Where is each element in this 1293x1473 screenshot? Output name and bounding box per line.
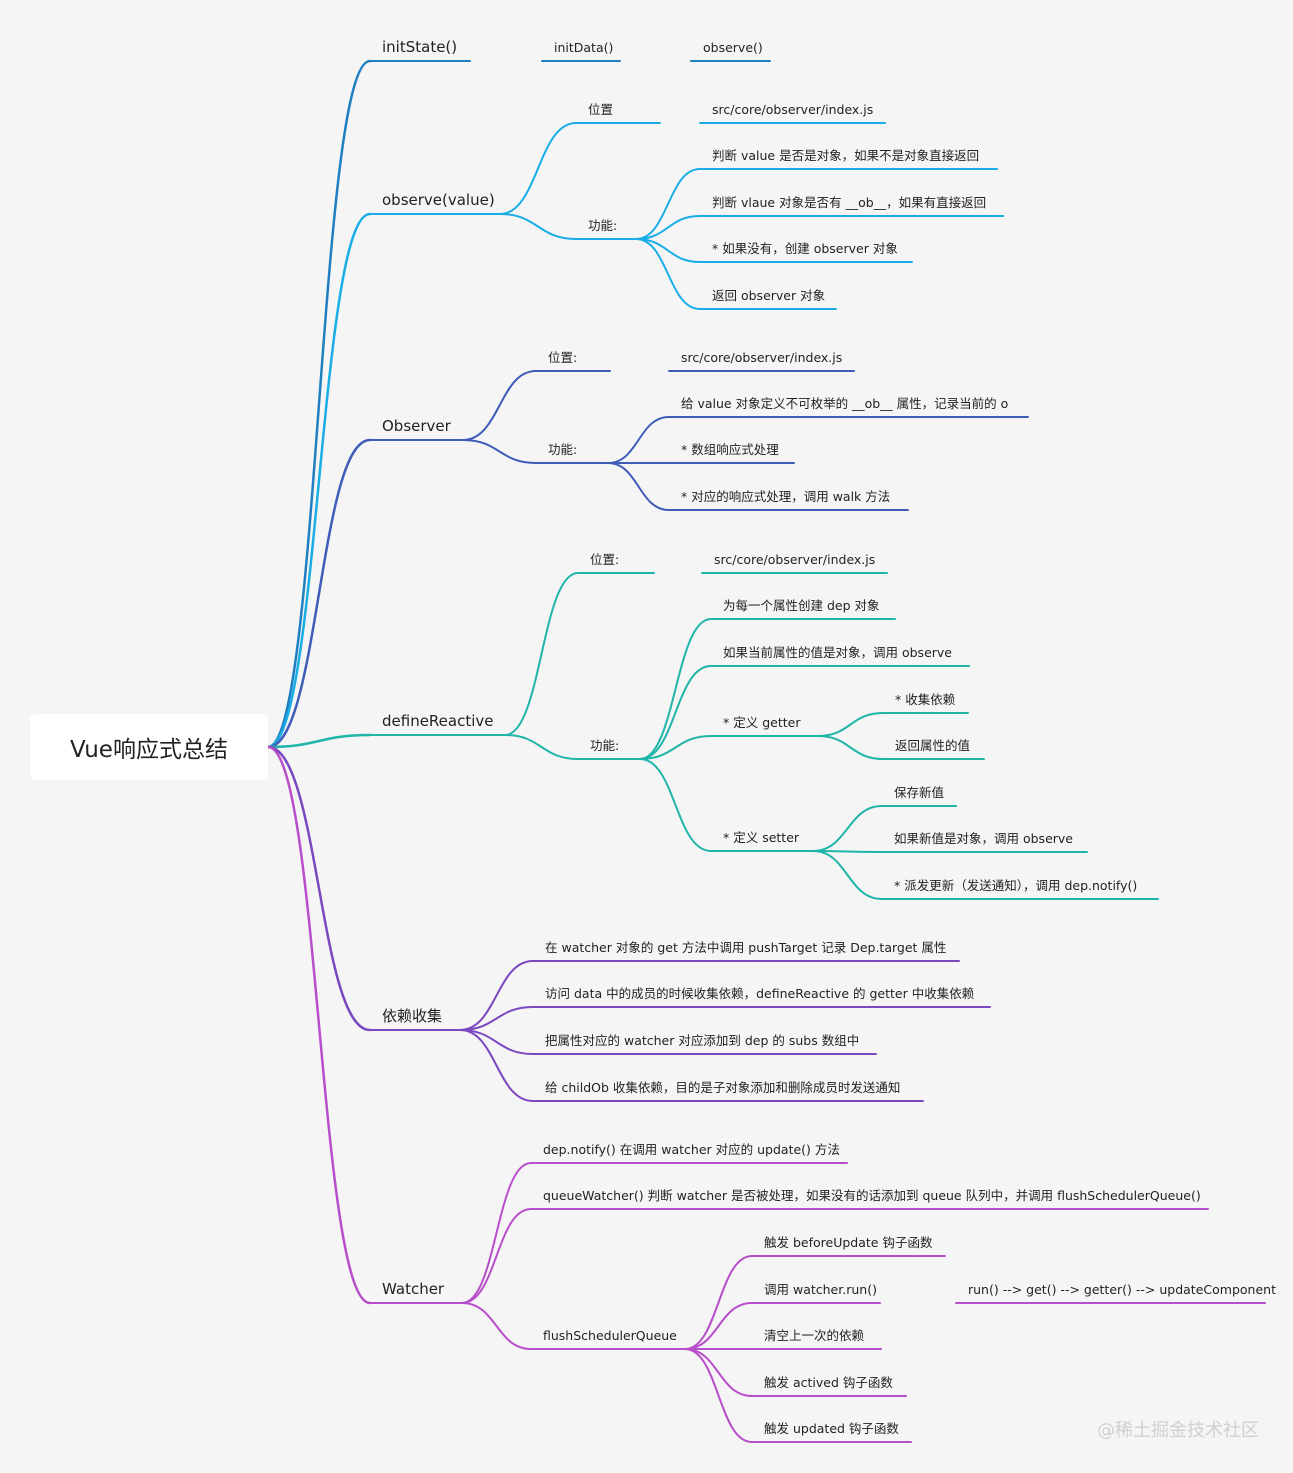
node-w3-3: 清空上一次的依赖 <box>764 1328 865 1343</box>
link-dr_setter-dr_setter1 <box>812 805 883 852</box>
node-observe-pos: 位置 <box>588 102 614 117</box>
node-observe: observe(value) <box>382 191 495 209</box>
node-w2: queueWatcher() 判断 watcher 是否被处理，如果没有的话添加… <box>543 1188 1201 1203</box>
link-dr_fn-dr_f1 <box>639 618 712 760</box>
node-observe-f4: 返回 observer 对象 <box>712 288 826 303</box>
node-w3-2a: run() --> get() --> getter() --> updateC… <box>968 1282 1276 1297</box>
link-root-observe <box>266 212 372 749</box>
link-observe_fn-observe_f2 <box>635 215 701 240</box>
node-watcher: Watcher <box>382 1280 445 1298</box>
link-root-initState <box>266 59 372 749</box>
link-watcher-w3 <box>461 1302 532 1350</box>
link-defineReactive-dr_pos <box>504 572 579 736</box>
link-dep-dep2 <box>459 1006 534 1031</box>
link-root-dep <box>266 745 372 1032</box>
node-observe-f2: 判断 vlaue 对象是否有 __ob__，如果有直接返回 <box>712 195 987 210</box>
link-dr_fn-dr_f2 <box>639 665 712 760</box>
root-node: Vue响应式总结 <box>30 714 268 780</box>
link-dep-dep3 <box>459 1029 534 1055</box>
link-Observer_fn-Observer_f3 <box>607 462 670 511</box>
link-dr_setter-dr_setter2 <box>812 850 883 853</box>
node-dr-pos: 位置: <box>590 552 620 567</box>
link-w3-w3_2 <box>684 1302 753 1350</box>
link-observe-observe_pos <box>499 122 577 215</box>
node-dr-fn: 功能: <box>590 738 620 753</box>
node-observe-fn: 功能: <box>588 218 618 233</box>
node-observe-pos-v: src/core/observer/index.js <box>712 102 874 117</box>
node-dr-pos-v: src/core/observer/index.js <box>714 552 876 567</box>
link-Observer-Observer_pos <box>462 370 537 441</box>
node-dep1: 在 watcher 对象的 get 方法中调用 pushTarget 记录 De… <box>545 940 947 955</box>
link-dr_fn-dr_setter <box>639 758 712 852</box>
link-Observer-Observer_fn <box>462 439 537 464</box>
link-dr_fn-dr_getter <box>639 735 712 760</box>
link-root-defineReactive <box>266 733 372 749</box>
link-w3-w3_4 <box>684 1348 753 1397</box>
node-observer-f1: 给 value 对象定义不可枚举的 __ob__ 属性，记录当前的 o <box>681 396 1009 411</box>
link-dr_setter-dr_setter3 <box>812 850 883 900</box>
link-Observer_fn-Observer_f1 <box>607 416 670 464</box>
node-initstate: initState() <box>382 38 458 56</box>
link-observe_fn-observe_f4 <box>635 238 701 310</box>
node-observe-f1: 判断 value 是否是对象，如果不是对象直接返回 <box>712 148 980 163</box>
link-watcher-w2 <box>461 1208 532 1304</box>
node-observer-f2: * 数组响应式处理 <box>681 442 779 457</box>
node-observer-pos-v: src/core/observer/index.js <box>681 350 843 365</box>
link-observe-observe_fn <box>499 213 577 240</box>
node-dep2: 访问 data 中的成员的时候收集依赖，defineReactive 的 get… <box>545 986 975 1001</box>
node-dr-setter: * 定义 setter <box>723 830 800 845</box>
node-dep4: 给 childOb 收集依赖，目的是子对象添加和删除成员时发送通知 <box>545 1080 901 1095</box>
node-w1: dep.notify() 在调用 watcher 对应的 update() 方法 <box>543 1142 840 1157</box>
node-w3-5: 触发 updated 钩子函数 <box>764 1421 899 1436</box>
link-dr_getter-dr_getter2 <box>817 735 884 760</box>
node-w3-2: 调用 watcher.run() <box>764 1282 877 1297</box>
node-definereactive: defineReactive <box>382 712 494 730</box>
node-dep3: 把属性对应的 watcher 对应添加到 dep 的 subs 数组中 <box>545 1033 860 1048</box>
node-dr-f2: 如果当前属性的值是对象，调用 observe <box>723 645 952 660</box>
watermark: @稀土掘金技术社区 <box>1097 1420 1259 1441</box>
link-dep-dep4 <box>459 1029 534 1102</box>
node-w3: flushSchedulerQueue <box>543 1328 677 1343</box>
link-w3-w3_1 <box>684 1255 753 1350</box>
node-observer-f3: * 对应的响应式处理，调用 walk 方法 <box>681 489 891 504</box>
link-defineReactive-dr_fn <box>504 734 579 760</box>
node-dr-f1: 为每一个属性创建 dep 对象 <box>723 598 880 613</box>
node-observer-pos: 位置: <box>548 350 578 365</box>
node-dr-setter1: 保存新值 <box>894 785 945 800</box>
node-w3-4: 触发 actived 钩子函数 <box>764 1375 893 1390</box>
node-dr-getter1: * 收集依赖 <box>895 692 956 707</box>
node-dr-getter2: 返回属性的值 <box>895 738 971 753</box>
node-dr-setter3: * 派发更新（发送通知），调用 dep.notify() <box>894 878 1138 893</box>
link-observe_fn-observe_f3 <box>635 238 701 263</box>
node-initdata: initData() <box>554 40 614 55</box>
link-observe_fn-observe_f1 <box>635 168 701 240</box>
node-observer-fn: 功能: <box>548 442 578 457</box>
root-label: Vue响应式总结 <box>70 737 228 763</box>
node-w3-1: 触发 beforeUpdate 钩子函数 <box>764 1235 933 1250</box>
link-root-watcher <box>266 745 372 1305</box>
link-w3-w3_5 <box>684 1348 753 1443</box>
node-observecall: observe() <box>703 40 763 55</box>
node-dr-setter2: 如果新值是对象，调用 observe <box>894 831 1073 846</box>
node-observer: Observer <box>382 417 451 435</box>
node-observe-f3: * 如果没有，创建 observer 对象 <box>712 241 898 256</box>
link-dep-dep1 <box>459 960 534 1031</box>
link-dr_getter-dr_getter1 <box>817 712 884 737</box>
node-dr-getter: * 定义 getter <box>723 715 801 730</box>
node-dep: 依赖收集 <box>382 1007 443 1025</box>
link-root-Observer <box>266 438 372 749</box>
link-watcher-w1 <box>461 1162 532 1304</box>
